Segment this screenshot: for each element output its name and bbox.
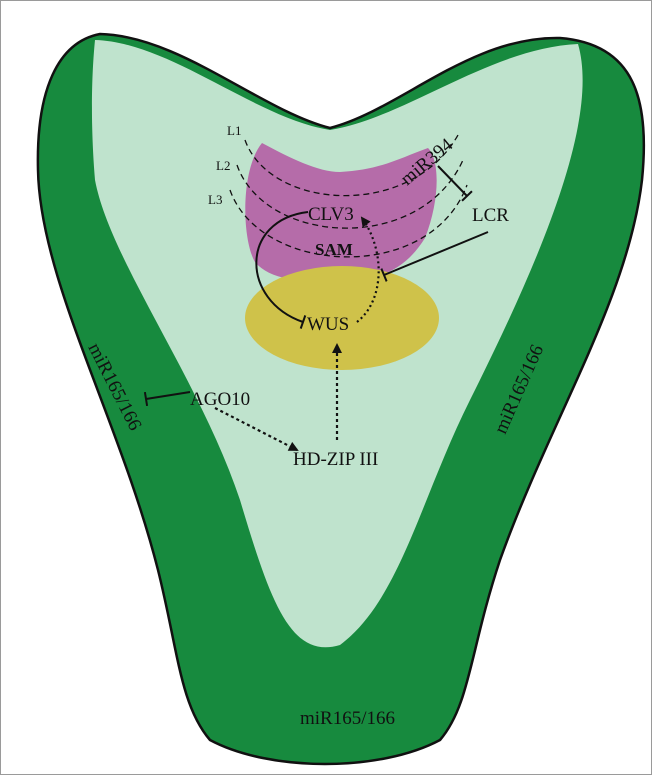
hdzip-label: HD-ZIP III	[293, 449, 378, 470]
layer-l1-label: L1	[227, 123, 241, 138]
wus-label: WUS	[307, 314, 349, 335]
sam-label: SAM	[315, 240, 353, 259]
layer-l2-label: L2	[216, 158, 230, 173]
clv3-label: CLV3	[308, 204, 354, 225]
layer-l3-label: L3	[208, 192, 222, 207]
lcr-label: LCR	[472, 205, 509, 226]
ago10-label: AGO10	[190, 389, 250, 410]
mir165-bottom-label: miR165/166	[300, 708, 395, 729]
